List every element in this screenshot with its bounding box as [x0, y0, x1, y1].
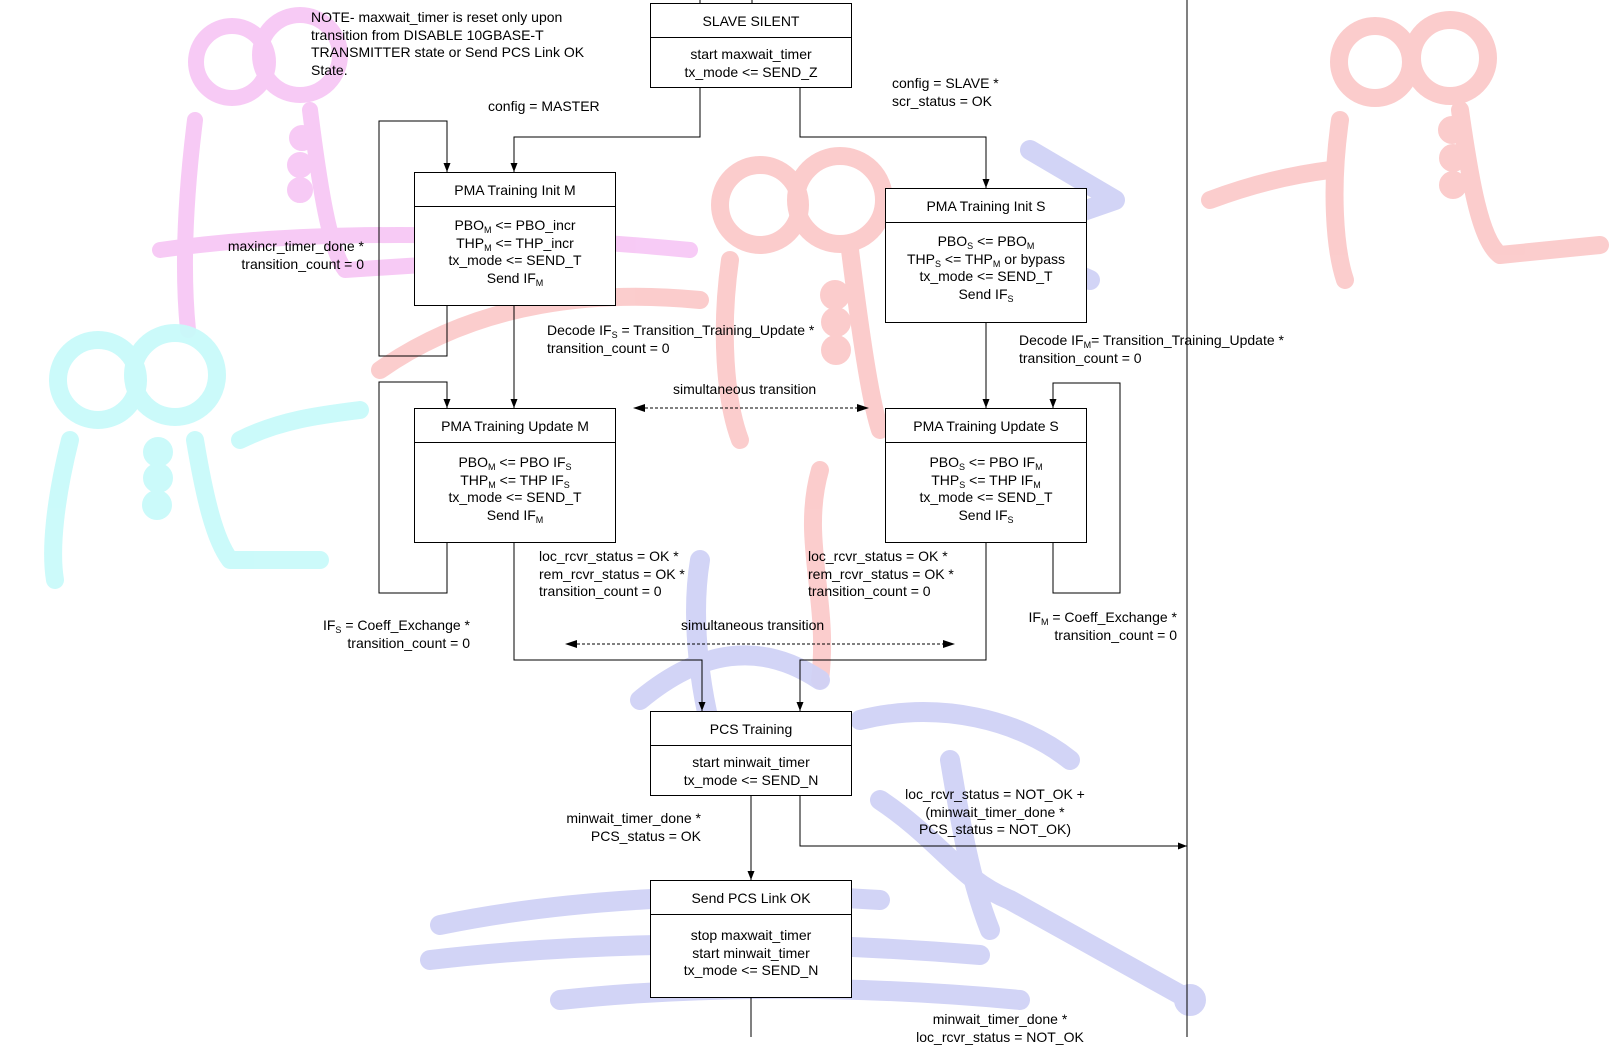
state-action: PBOM <= PBO IFS — [458, 454, 572, 472]
state-title: PCS Training — [651, 712, 851, 746]
state-action: Send IFS — [958, 506, 1014, 525]
state-action: start minwait_timer — [692, 754, 810, 770]
transition-config-master: config = MASTER — [488, 98, 600, 114]
state-pma-training-update-m[interactable]: PMA Training Update M PBOM <= PBO IFS TH… — [414, 408, 616, 543]
note-text: NOTE- maxwait_timer is reset only upon t… — [311, 9, 585, 78]
transition-bottom: minwait_timer_done * loc_rcvr_status = N… — [916, 1011, 1084, 1045]
state-action: start maxwait_timer — [690, 46, 812, 62]
state-action: tx_mode <= SEND_T — [919, 489, 1053, 505]
state-slave-silent[interactable]: SLAVE SILENT start maxwait_timer tx_mode… — [650, 3, 852, 88]
state-title: PMA Training Init M — [415, 173, 615, 207]
state-action: THPM <= THP_incr — [456, 234, 574, 253]
state-action: tx_mode <= SEND_T — [448, 489, 582, 505]
state-action: Send IFS — [958, 285, 1014, 304]
state-pma-training-init-m[interactable]: PMA Training Init M PBOM <= PBO_incr THP… — [414, 172, 616, 306]
state-send-pcs-link-ok[interactable]: Send PCS Link OK stop maxwait_timer star… — [650, 880, 852, 998]
state-pma-training-init-s[interactable]: PMA Training Init S PBOS <= PBOM THPS <=… — [885, 188, 1087, 323]
state-action: tx_mode <= SEND_T — [919, 268, 1053, 284]
state-action: tx_mode <= SEND_Z — [684, 63, 818, 80]
state-action: Send IFM — [486, 269, 544, 288]
transition-ifs-coeff-exchange: IFS = Coeff_Exchange * transition_count … — [322, 617, 470, 651]
state-title: Send PCS Link OK — [651, 881, 851, 915]
transition-loc-rem-m: loc_rcvr_status = OK * rem_rcvr_status =… — [539, 548, 685, 599]
state-action: tx_mode <= SEND_T — [448, 252, 582, 268]
state-action: tx_mode <= SEND_N — [683, 962, 819, 978]
transition-ifm-coeff-exchange: IFM = Coeff_Exchange * transition_count … — [1028, 609, 1177, 643]
state-action: tx_mode <= SEND_N — [683, 771, 819, 788]
transition-config-slave: config = SLAVE * scr_status = OK — [892, 75, 999, 109]
state-action: start minwait_timer — [692, 944, 810, 961]
simultaneous-transition-label-2: simultaneous transition — [681, 617, 825, 633]
state-title: PMA Training Update M — [415, 409, 615, 443]
transition-maxincr: maxincr_timer_done * transition_count = … — [227, 238, 364, 272]
transition-minwait-ok: minwait_timer_done * PCS_status = OK — [566, 810, 701, 844]
state-action: THPS <= THPM or bypass — [907, 250, 1065, 269]
simultaneous-transition-label-1: simultaneous transition — [673, 381, 817, 397]
state-title: PMA Training Update S — [886, 409, 1086, 443]
state-action: Send IFM — [486, 506, 544, 525]
state-action: THPM <= THP IFS — [460, 471, 570, 490]
state-action: THPS <= THP IFM — [931, 471, 1041, 490]
state-pma-training-update-s[interactable]: PMA Training Update S PBOS <= PBO IFM TH… — [885, 408, 1087, 543]
state-action: stop maxwait_timer — [690, 927, 812, 943]
transition-decode-ifs: Decode IFS = Transition_Training_Update … — [547, 322, 815, 356]
transition-not-ok: loc_rcvr_status = NOT_OK + (minwait_time… — [905, 786, 1085, 837]
state-action: PBOS <= PBO IFM — [929, 454, 1043, 472]
state-pcs-training[interactable]: PCS Training start minwait_timer tx_mode… — [650, 711, 852, 796]
state-action: PBOS <= PBOM — [937, 233, 1035, 251]
transition-decode-ifm: Decode IFM= Transition_Training_Update *… — [1019, 332, 1284, 366]
state-action: PBOM <= PBO_incr — [454, 217, 576, 235]
transition-loc-rem-s: loc_rcvr_status = OK * rem_rcvr_status =… — [808, 548, 954, 599]
state-title: PMA Training Init S — [886, 189, 1086, 223]
state-title: SLAVE SILENT — [651, 4, 851, 38]
